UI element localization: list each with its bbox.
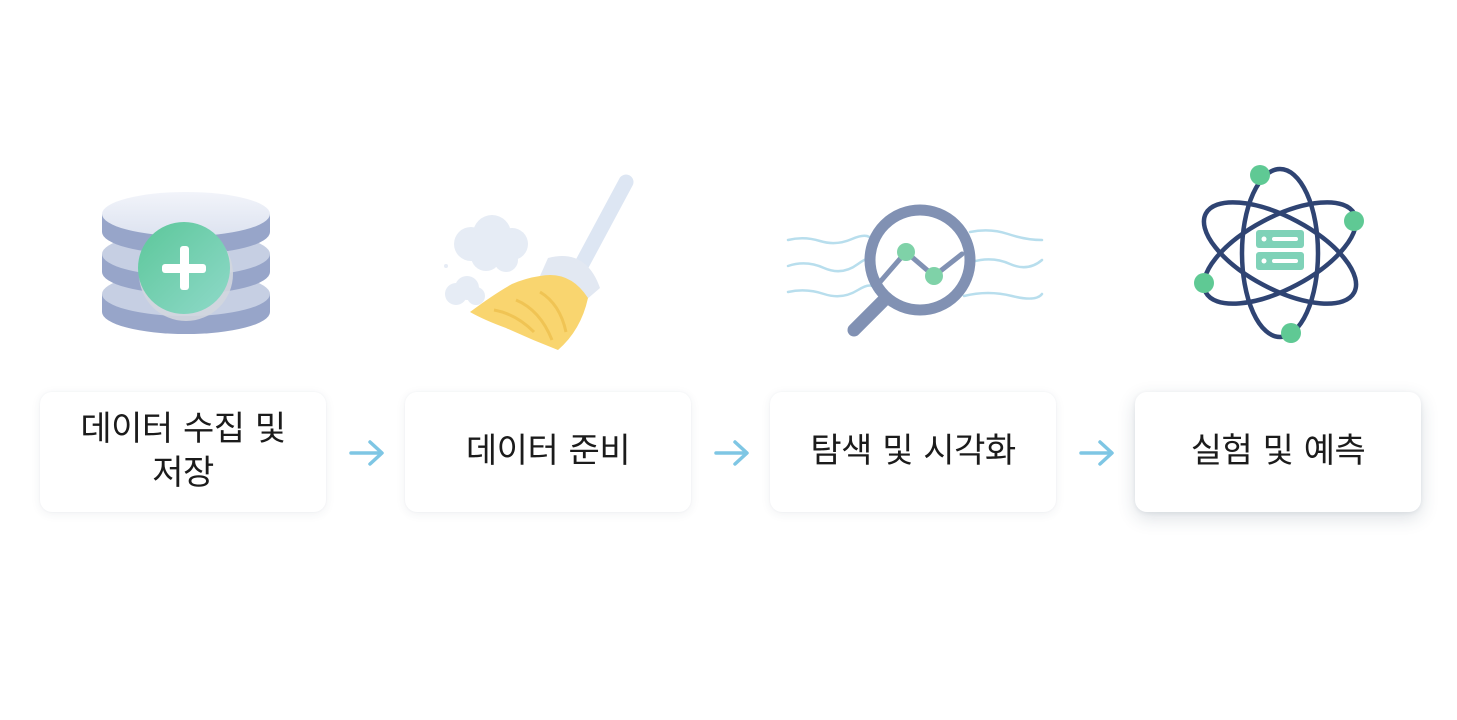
step-label: 데이터 준비 [465, 431, 631, 472]
magnifier-chart-icon [786, 204, 1044, 337]
arrow-right-icon [714, 440, 749, 466]
atom-server-icon [1194, 165, 1364, 343]
broom-icon [444, 174, 634, 350]
step-label: 탐색 및 시각화 [810, 431, 1016, 472]
step-label: 데이터 수집 및 저장 [80, 409, 286, 493]
step-label: 실험 및 예측 [1190, 431, 1366, 472]
arrow-right-icon [1079, 440, 1114, 466]
database-add-icon [102, 192, 270, 334]
arrow-right-icon [349, 440, 384, 466]
step-card-collect-store: 데이터 수집 및 저장 [40, 392, 326, 512]
step-card-experiment-predict: 실험 및 예측 [1135, 392, 1421, 512]
step-card-prepare: 데이터 준비 [405, 392, 691, 512]
step-card-explore-visualize: 탐색 및 시각화 [770, 392, 1056, 512]
